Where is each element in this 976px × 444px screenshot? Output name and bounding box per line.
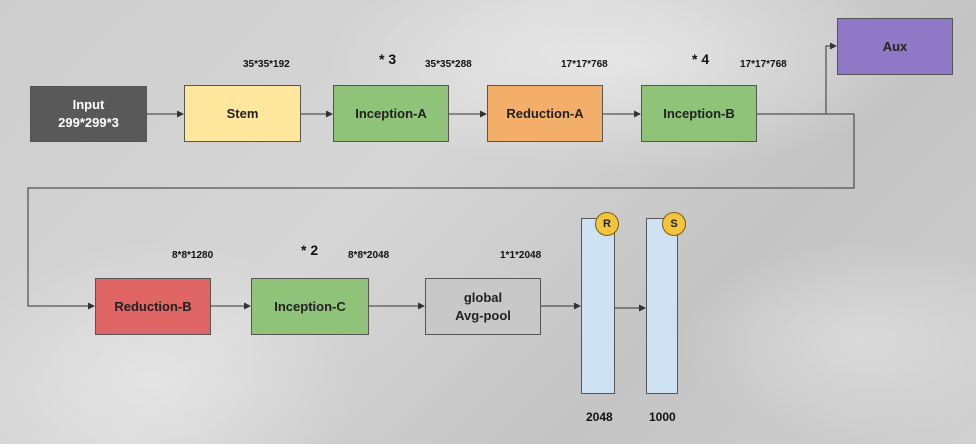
fc-layer-2-size: 1000 — [649, 410, 676, 424]
input-label: Input — [72, 97, 105, 112]
avgpool-output-shape: 1*1*2048 — [500, 250, 542, 261]
stem-output-shape: 35*35*192 — [243, 59, 290, 70]
inception-b-output-shape: 17*17*768 — [740, 59, 787, 70]
reduction-b-output-shape: 8*8*1280 — [172, 250, 214, 261]
line-inception-b-wrap — [27, 113, 855, 310]
aux-label: Aux — [882, 38, 908, 54]
input-node: Input 299*299*3 — [30, 86, 147, 142]
reduction-a-output-shape: 17*17*768 — [561, 59, 608, 70]
stem-label: Stem — [226, 105, 259, 121]
inception-c-repeat: * 2 — [301, 242, 319, 258]
inception-c-node: Inception-C — [251, 278, 369, 335]
inception-b-label: Inception-B — [663, 105, 735, 121]
fc-layer-1-badge: R — [595, 212, 619, 236]
fc-layer-2 — [646, 218, 678, 394]
avgpool-label-line1: global — [463, 289, 503, 305]
input-shape: 299*299*3 — [58, 115, 119, 130]
inception-b-repeat: * 4 — [692, 51, 710, 67]
inception-c-output-shape: 8*8*2048 — [348, 250, 390, 261]
inception-a-label: Inception-A — [355, 105, 427, 121]
line-inception-b-to-aux — [757, 42, 837, 115]
aux-node: Aux — [837, 18, 953, 75]
reduction-a-label: Reduction-A — [506, 105, 584, 121]
reduction-a-node: Reduction-A — [487, 85, 603, 142]
stem-node: Stem — [184, 85, 301, 142]
inception-b-node: Inception-B — [641, 85, 757, 142]
reduction-b-label: Reduction-B — [114, 298, 192, 314]
fc-layer-1 — [581, 218, 615, 394]
inception-c-label: Inception-C — [274, 298, 346, 314]
avgpool-node: global Avg-pool — [425, 278, 541, 335]
fc-layer-1-size: 2048 — [586, 410, 613, 424]
avgpool-label-line2: Avg-pool — [455, 307, 511, 323]
reduction-b-node: Reduction-B — [95, 278, 211, 335]
fc-layer-2-badge: S — [662, 212, 686, 236]
inception-a-repeat: * 3 — [379, 51, 397, 67]
inception-a-output-shape: 35*35*288 — [425, 59, 472, 70]
inception-a-node: Inception-A — [333, 85, 449, 142]
